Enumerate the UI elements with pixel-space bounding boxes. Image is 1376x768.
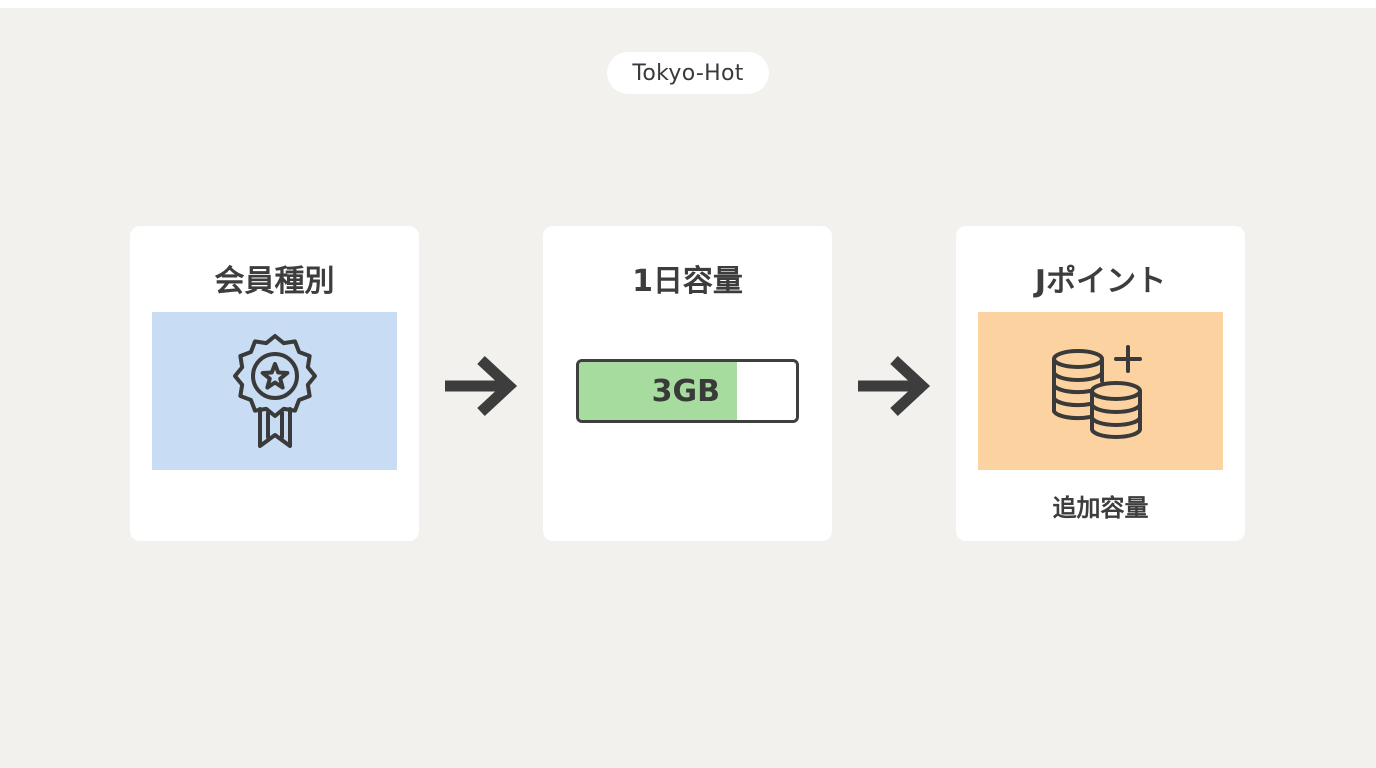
card-title-daily-capacity: 1日容量 xyxy=(632,264,743,299)
capacity-bar: 3GB xyxy=(576,359,799,423)
card-title-membership-type: 会員種別 xyxy=(214,264,335,299)
additional-capacity-label: 追加容量 xyxy=(1052,494,1149,522)
capacity-bar-fill xyxy=(579,362,738,420)
card-j-points: Jポイント xyxy=(956,226,1245,541)
arrow-right-icon xyxy=(858,355,931,417)
arrow-right-icon xyxy=(445,355,518,417)
membership-panel xyxy=(152,312,397,470)
award-badge-icon xyxy=(232,334,317,448)
card-daily-capacity: 1日容量 3GB xyxy=(543,226,832,541)
j-points-panel xyxy=(978,312,1223,470)
top-strip xyxy=(0,0,1376,8)
card-membership-type: 会員種別 xyxy=(130,226,419,541)
coins-plus-icon xyxy=(1051,345,1142,439)
brand-pill: Tokyo-Hot xyxy=(607,52,769,94)
card-title-j-points: Jポイント xyxy=(1034,264,1167,299)
capacity-label: 3GB xyxy=(651,373,720,409)
